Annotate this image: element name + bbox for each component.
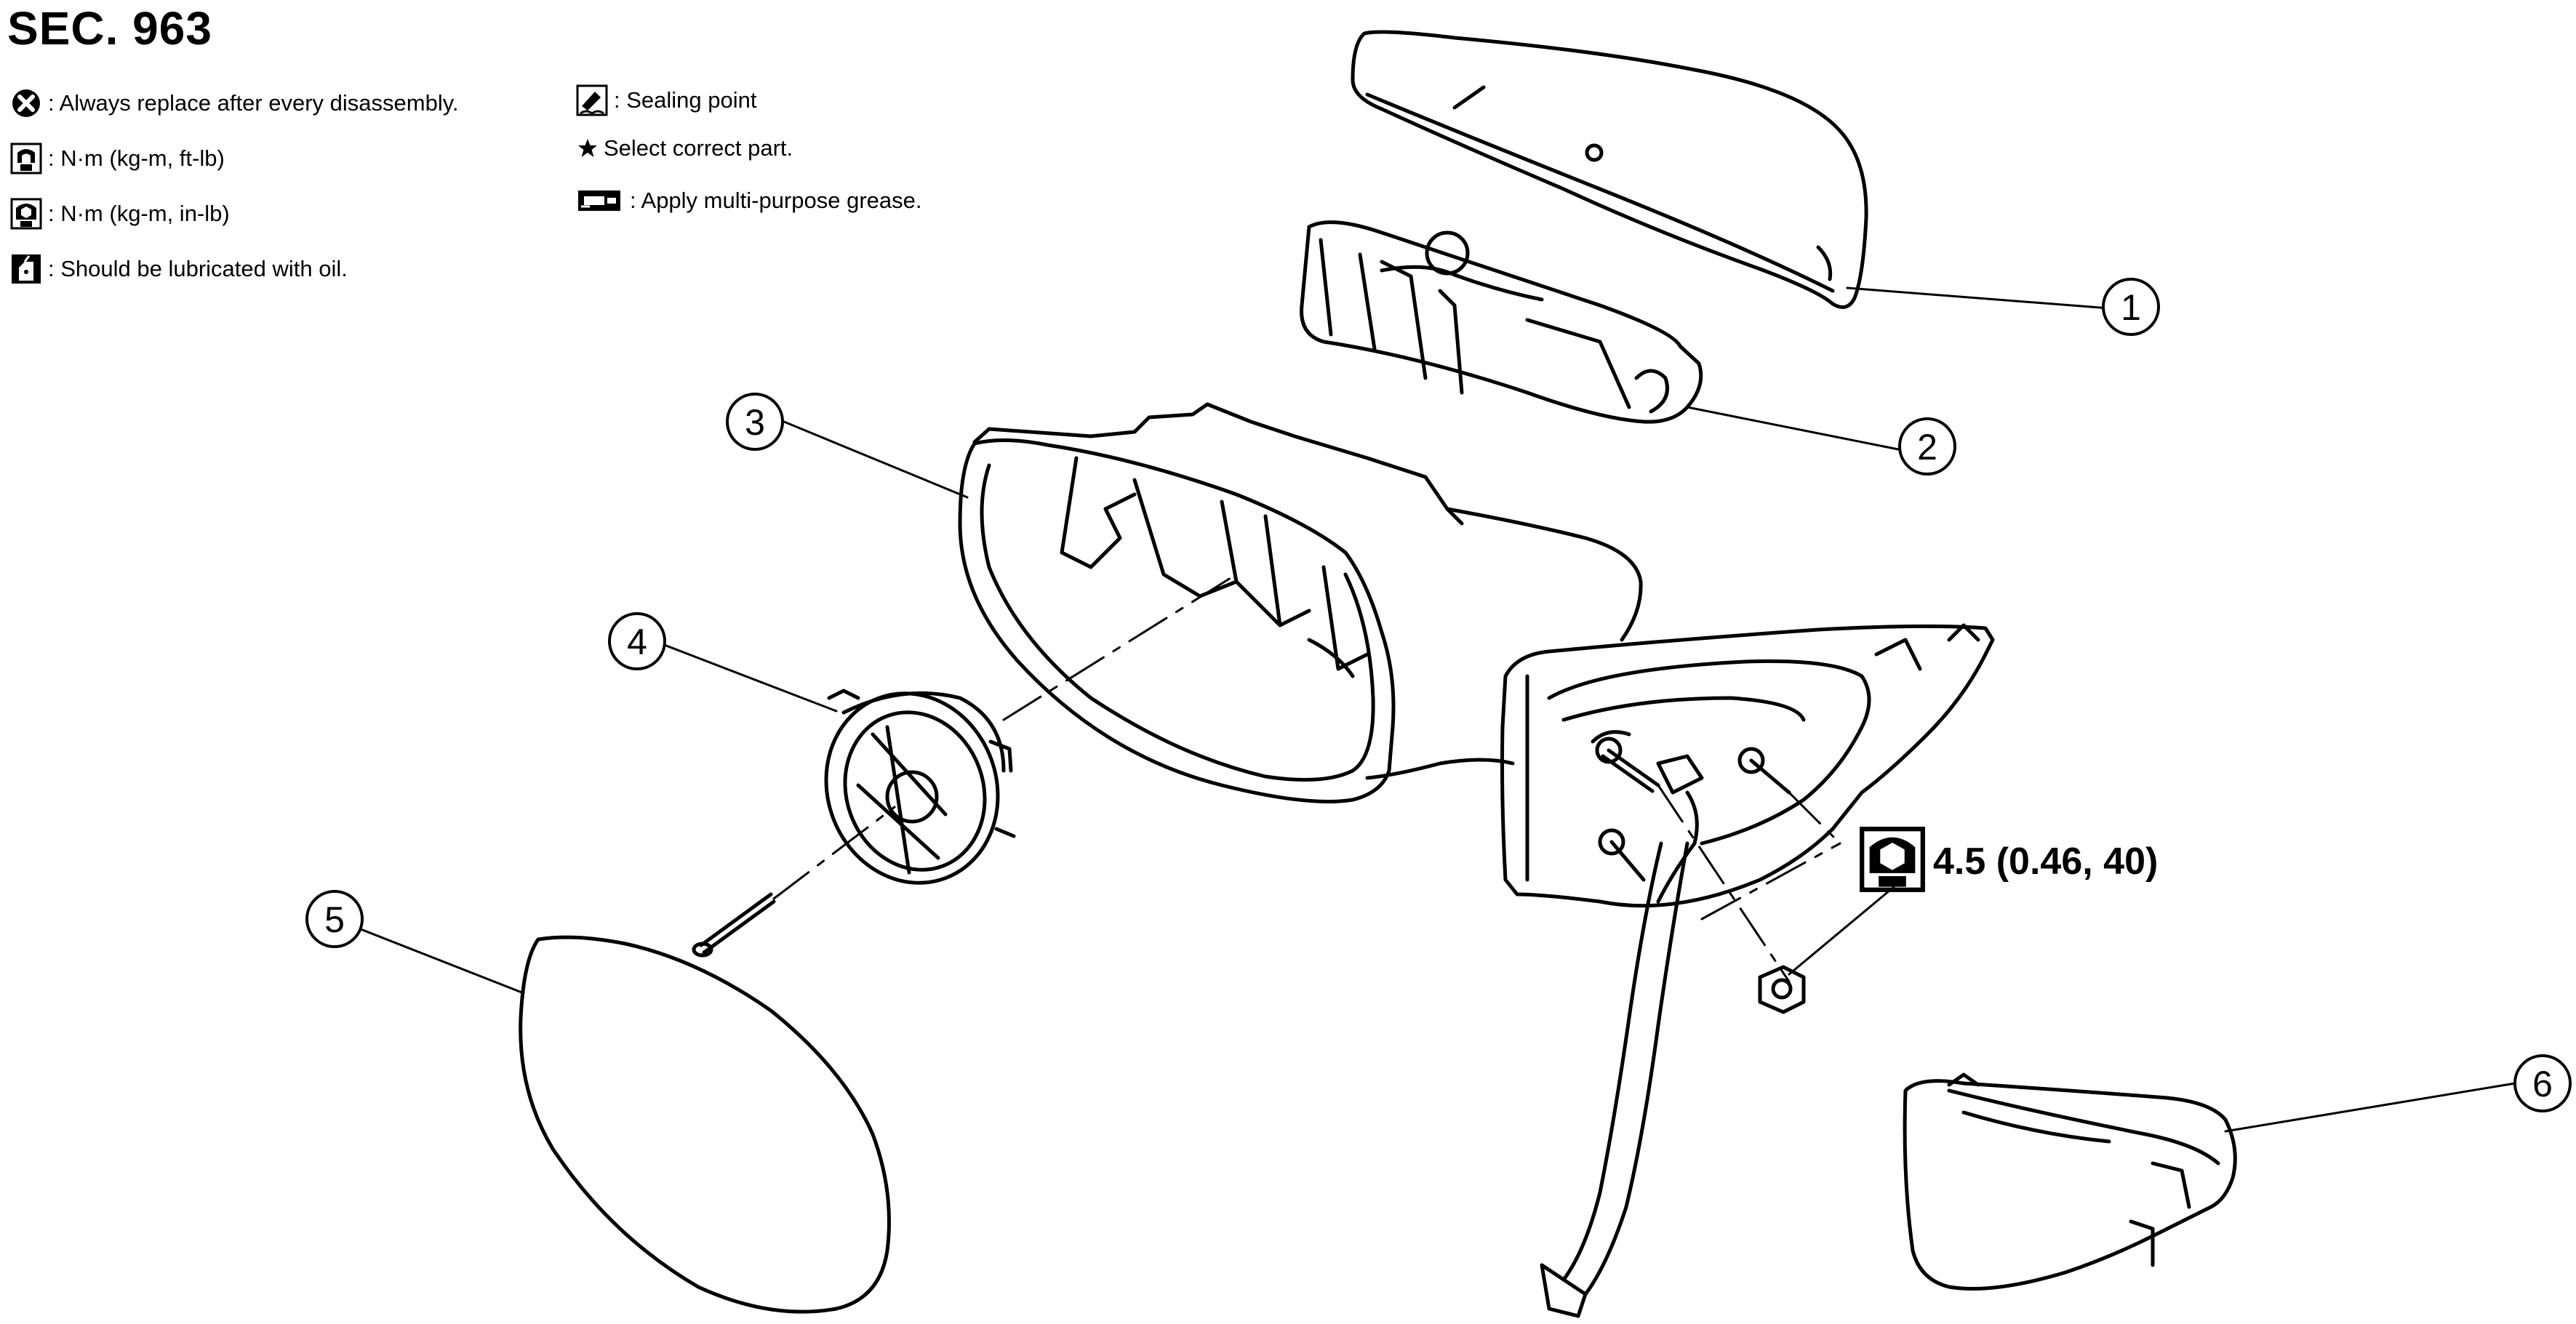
legend-text-always-replace: : Always replace after every disassembly…: [48, 90, 459, 116]
legend-item-sealing-point: : Sealing point: [576, 84, 756, 116]
callout-4: 4: [608, 612, 666, 670]
legend-text-grease: : Apply multi-purpose grease.: [630, 188, 922, 213]
legend-item-always-replace: : Always replace after every disassembly…: [10, 87, 459, 119]
callout-6-label: 6: [2532, 1064, 2553, 1104]
part-base-cover: [1903, 1072, 2237, 1291]
part-nut: [1758, 965, 1806, 1014]
star-icon: [576, 132, 599, 164]
legend-text-sealing-point: : Sealing point: [614, 87, 757, 113]
part-mirror-glass: [519, 935, 891, 1314]
legend-text-torque-ft-lb: : N·m (kg-m, ft-lb): [48, 145, 225, 171]
legend-text-lubricate-oil: : Should be lubricated with oil.: [48, 256, 348, 281]
callout-1: 1: [2102, 278, 2160, 336]
section-title: SEC. 963: [7, 2, 212, 55]
callout-3-label: 3: [745, 402, 765, 443]
assembly-center-lines: [772, 573, 1841, 983]
callout-6: 6: [2513, 1054, 2572, 1112]
legend-item-lubricate-oil: : Should be lubricated with oil.: [10, 253, 348, 285]
callout-3: 3: [726, 393, 784, 451]
part-mounting-studs: [1601, 748, 1791, 882]
callout-2: 2: [1898, 417, 1956, 476]
sealant-tube-icon: [576, 84, 608, 116]
circle-x-icon: [10, 87, 42, 119]
part-mirror-housing: [958, 402, 1643, 803]
legend-item-grease: : Apply multi-purpose grease.: [576, 185, 922, 217]
leader-lines: [359, 286, 2516, 1133]
grease-gun-icon: [576, 185, 623, 217]
legend-text-torque-in-lb: : N·m (kg-m, in-lb): [48, 201, 230, 226]
part-mirror-actuator: [1300, 220, 1703, 424]
legend-item-torque-in-lb: : N·m (kg-m, in-lb): [10, 198, 230, 230]
legend-text-select-part: Select correct part.: [604, 135, 793, 161]
callout-4-label: 4: [627, 622, 647, 662]
part-actuator-mount: [824, 689, 1016, 885]
legend-item-torque-ft-lb: : N·m (kg-m, ft-lb): [10, 143, 225, 174]
part-mirror-cover: [1351, 30, 1868, 309]
torque-wrench-icon: [10, 143, 42, 174]
torque-wrench-filled-icon: [10, 198, 42, 230]
callout-5-label: 5: [324, 899, 345, 940]
torque-wrench-filled-icon: [1859, 826, 1926, 896]
torque-spec: 4.5 (0.46, 40): [1859, 826, 2158, 896]
oil-can-icon: [10, 253, 42, 285]
torque-value: 4.5 (0.46, 40): [1933, 840, 2159, 883]
part-mirror-base: [1500, 623, 1995, 908]
legend-item-select-part: Select correct part.: [576, 132, 793, 164]
part-screw: [692, 892, 776, 958]
part-wiring-harness: [1540, 841, 1689, 1318]
callout-5: 5: [305, 890, 364, 948]
callout-1-label: 1: [2121, 287, 2141, 328]
callout-2-label: 2: [1917, 427, 1937, 468]
